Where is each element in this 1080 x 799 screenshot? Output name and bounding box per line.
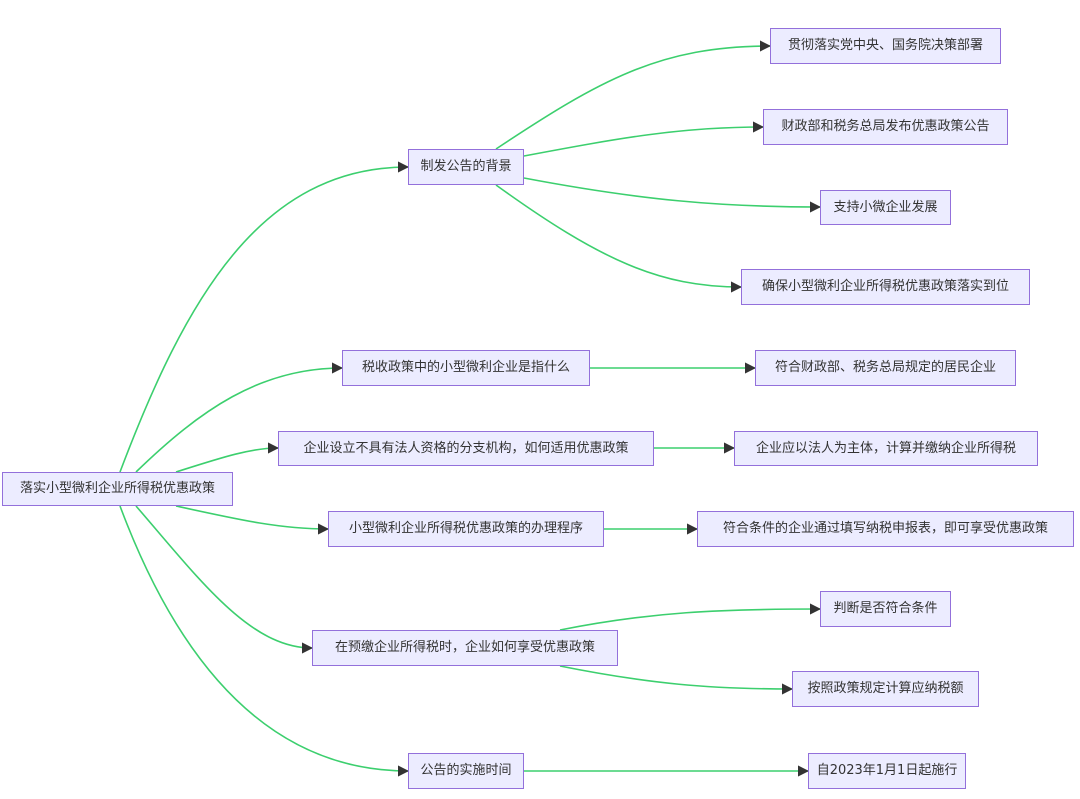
branch-node-procedure[interactable]: 小型微利企业所得税优惠政策的办理程序 bbox=[328, 511, 604, 547]
leaf-node-policy-announcement[interactable]: 财政部和税务总局发布优惠政策公告 bbox=[763, 109, 1008, 145]
edge-prepayment-to-leaf-1 bbox=[559, 665, 794, 695]
edge-root-to-branch-office bbox=[175, 442, 280, 473]
branch-node-definition[interactable]: 税收政策中的小型微利企业是指什么 bbox=[342, 350, 590, 386]
leaf-node-calculate-tax[interactable]: 按照政策规定计算应纳税额 bbox=[792, 671, 979, 707]
leaf-node-implement-decisions[interactable]: 贯彻落实党中央、国务院决策部署 bbox=[770, 28, 1001, 64]
leaf-node-ensure-policy[interactable]: 确保小型微利企业所得税优惠政策落实到位 bbox=[741, 269, 1030, 305]
edge-root-to-definition bbox=[135, 362, 344, 473]
root-node[interactable]: 落实小型微利企业所得税优惠政策 bbox=[2, 472, 233, 506]
edge-root-to-prepayment bbox=[135, 505, 314, 654]
leaf-node-resident-enterprise[interactable]: 符合财政部、税务总局规定的居民企业 bbox=[755, 350, 1016, 386]
edge-background-to-leaf-1 bbox=[523, 121, 765, 157]
edge-root-to-procedure bbox=[175, 505, 330, 535]
edge-prepayment-to-leaf-0 bbox=[559, 603, 822, 631]
branch-node-effective-date[interactable]: 公告的实施时间 bbox=[408, 753, 524, 789]
edge-root-to-effective-date bbox=[119, 505, 410, 777]
leaf-node-check-eligibility[interactable]: 判断是否符合条件 bbox=[820, 591, 951, 627]
leaf-node-tax-return[interactable]: 符合条件的企业通过填写纳税申报表，即可享受优惠政策 bbox=[697, 511, 1074, 547]
branch-node-prepayment[interactable]: 在预缴企业所得税时，企业如何享受优惠政策 bbox=[312, 630, 618, 666]
edge-background-to-leaf-0 bbox=[495, 40, 772, 150]
edge-background-to-leaf-2 bbox=[523, 177, 822, 213]
leaf-node-effective-from[interactable]: 自2023年1月1日起施行 bbox=[808, 753, 966, 789]
leaf-node-support-small-business[interactable]: 支持小微企业发展 bbox=[820, 190, 951, 225]
branch-node-background[interactable]: 制发公告的背景 bbox=[408, 149, 524, 185]
edge-root-to-background bbox=[119, 161, 410, 473]
edge-background-to-leaf-3 bbox=[495, 184, 743, 293]
leaf-node-legal-entity-tax[interactable]: 企业应以法人为主体，计算并缴纳企业所得税 bbox=[734, 431, 1038, 466]
branch-node-branch-office[interactable]: 企业设立不具有法人资格的分支机构，如何适用优惠政策 bbox=[278, 431, 654, 466]
